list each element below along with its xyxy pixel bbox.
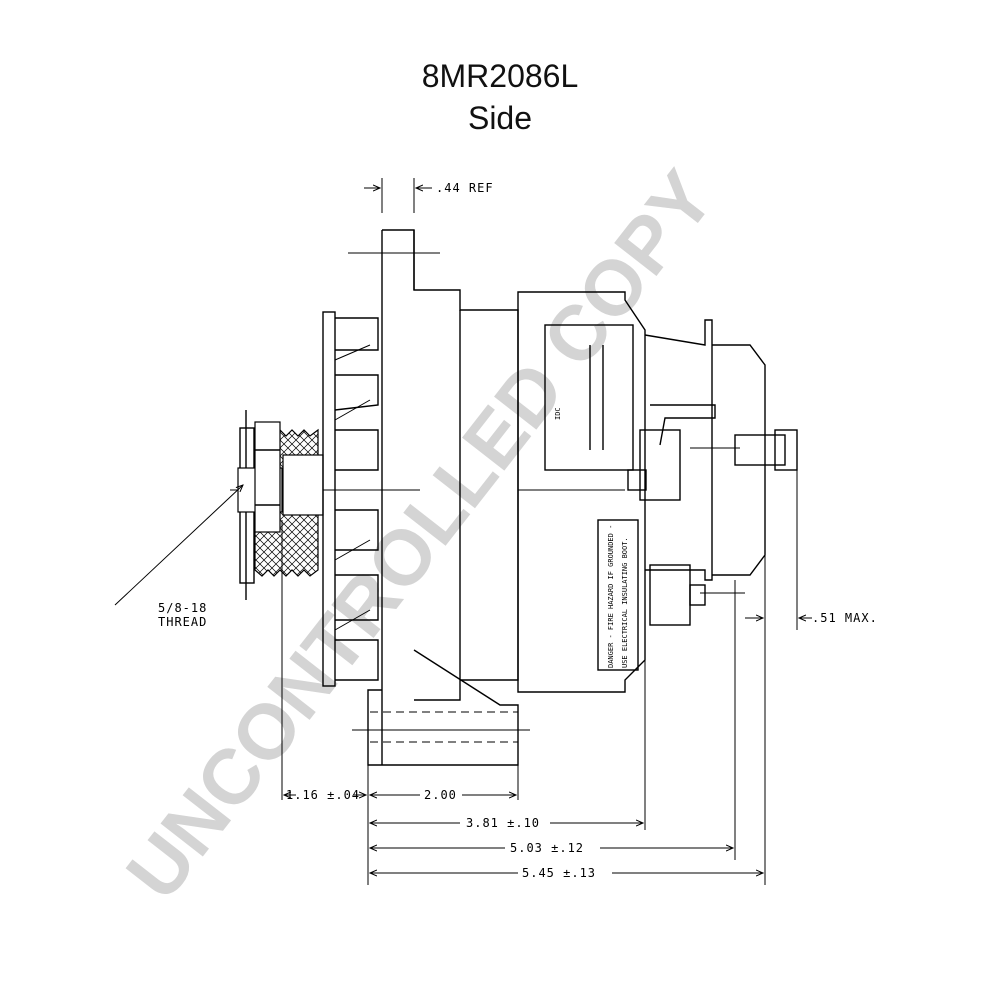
dim-ref: .44 REF bbox=[364, 178, 494, 213]
dim-381-label: 3.81 ±.10 bbox=[466, 816, 540, 830]
dim-ref-label: .44 REF bbox=[436, 181, 494, 195]
danger-label-line-2: USE ELECTRICAL INSULATING BOOT. bbox=[621, 537, 629, 668]
svg-text:IDC: IDC bbox=[554, 407, 562, 420]
danger-label-line-1: DANGER - FIRE HAZARD IF GROUNDED - bbox=[607, 525, 615, 668]
dim-116: 1.16 ±.04 bbox=[284, 788, 366, 802]
dim-381: 3.81 ±.10 bbox=[370, 816, 643, 830]
dim-545: 5.45 ±.13 bbox=[370, 866, 763, 880]
dim-max-label: .51 MAX. bbox=[812, 611, 878, 625]
dim-200: 2.00 bbox=[370, 788, 516, 802]
terminal-assembly bbox=[627, 319, 798, 626]
dim-max: .51 MAX. bbox=[745, 470, 878, 885]
dim-545-label: 5.45 ±.13 bbox=[522, 866, 596, 880]
dim-503: 5.03 ±.12 bbox=[370, 841, 733, 855]
fan bbox=[322, 311, 379, 687]
dim-200-label: 2.00 bbox=[424, 788, 457, 802]
drawing-title: 8MR2086L bbox=[421, 58, 579, 94]
shaft-nut bbox=[237, 421, 324, 533]
drawing-subtitle: Side bbox=[467, 100, 533, 136]
dim-503-label: 5.03 ±.12 bbox=[510, 841, 584, 855]
dim-116-label: 1.16 ±.04 bbox=[286, 788, 360, 802]
front-housing bbox=[348, 229, 530, 766]
thread-label-1: 5/8-18 bbox=[158, 601, 207, 615]
thread-label-2: THREAD bbox=[158, 615, 207, 629]
danger-label: DANGER - FIRE HAZARD IF GROUNDED - USE E… bbox=[597, 519, 639, 671]
thread-callout: 5/8-18 THREAD bbox=[114, 485, 243, 629]
